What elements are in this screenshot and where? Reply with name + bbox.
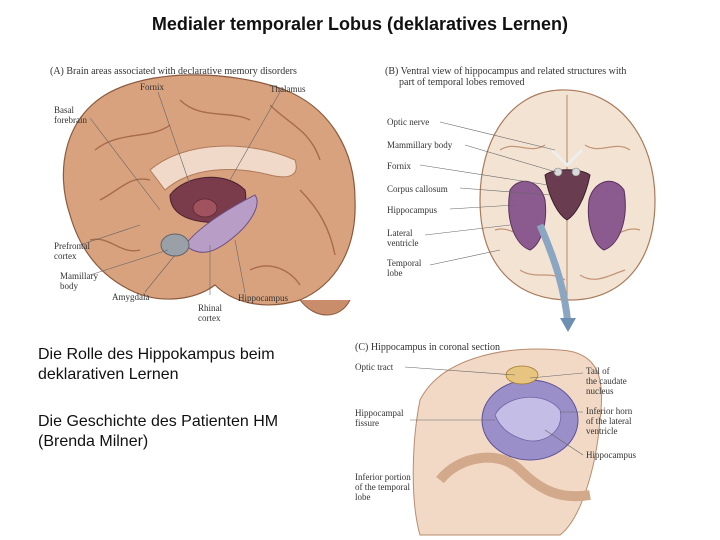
panel-b-caption-line2: part of temporal lobes removed <box>399 77 525 88</box>
label-lateral-ventricle: ventricle <box>387 238 419 248</box>
label-prefrontal-cortex: cortex <box>54 251 77 261</box>
label-thalamus: Thalamus <box>270 84 306 94</box>
panel-b-caption-line1: (B) Ventral view of hippocampus and rela… <box>385 66 627 77</box>
label-temporal-lobe-c: lobe <box>355 492 371 502</box>
label-lateral: Lateral <box>387 228 413 238</box>
label-of-the-lateral: of the lateral <box>586 416 632 426</box>
label-rhinal-cortex: cortex <box>198 313 221 323</box>
label-prefrontal: Prefrontal <box>54 241 90 251</box>
label-hippocampal-fissure: fissure <box>355 418 379 428</box>
bullet-patient-hm: Die Geschichte des Patienten HM (Brenda … <box>38 413 279 450</box>
label-forebrain: forebrain <box>54 115 87 125</box>
label-of-the-temporal: of the temporal <box>355 482 410 492</box>
panel-b-brain-illustration <box>419 89 656 332</box>
label-fornix: Fornix <box>140 82 165 92</box>
label-nucleus: nucleus <box>586 386 614 396</box>
label-tail-of: Tail of <box>586 366 610 376</box>
label-hippocampus-a: Hippocampus <box>238 293 288 303</box>
panel-c-caption: (C) Hippocampus in coronal section <box>355 342 500 353</box>
label-optic-tract: Optic tract <box>355 362 394 372</box>
label-inferior-portion: Inferior portion <box>355 472 411 482</box>
label-hippocampus-c: Hippocampus <box>586 450 636 460</box>
label-mammillary-body: Mammillary body <box>387 140 453 150</box>
label-optic-nerve: Optic nerve <box>387 117 430 127</box>
label-fornix-b: Fornix <box>387 161 412 171</box>
label-the-caudate: the caudate <box>586 376 627 386</box>
label-hippocampal: Hippocampal <box>355 408 404 418</box>
slide-title: Medialer temporaler Lobus (deklaratives … <box>151 14 569 34</box>
label-basal: Basal <box>54 105 74 115</box>
panel-a-brain-illustration <box>62 74 356 316</box>
label-amygdala: Amygdala <box>112 292 150 302</box>
label-temporal-lobe: lobe <box>387 268 403 278</box>
label-mamillary: Mamillary <box>60 271 98 281</box>
label-ventricle-c: ventricle <box>586 426 618 436</box>
label-inferior-horn: Inferior horn <box>586 406 633 416</box>
panel-a-caption: (A) Brain areas associated with declarat… <box>50 66 297 77</box>
label-corpus-callosum: Corpus callosum <box>387 184 448 194</box>
label-temporal: Temporal <box>387 258 422 268</box>
label-mamillary-body: body <box>60 281 78 291</box>
panel-c-brain-illustration <box>404 348 603 536</box>
label-hippocampus-b: Hippocampus <box>387 205 437 215</box>
bullet-hippocampus-role: Die Rolle des Hippokampus beim deklarati… <box>38 346 275 383</box>
label-rhinal: Rhinal <box>198 303 222 313</box>
